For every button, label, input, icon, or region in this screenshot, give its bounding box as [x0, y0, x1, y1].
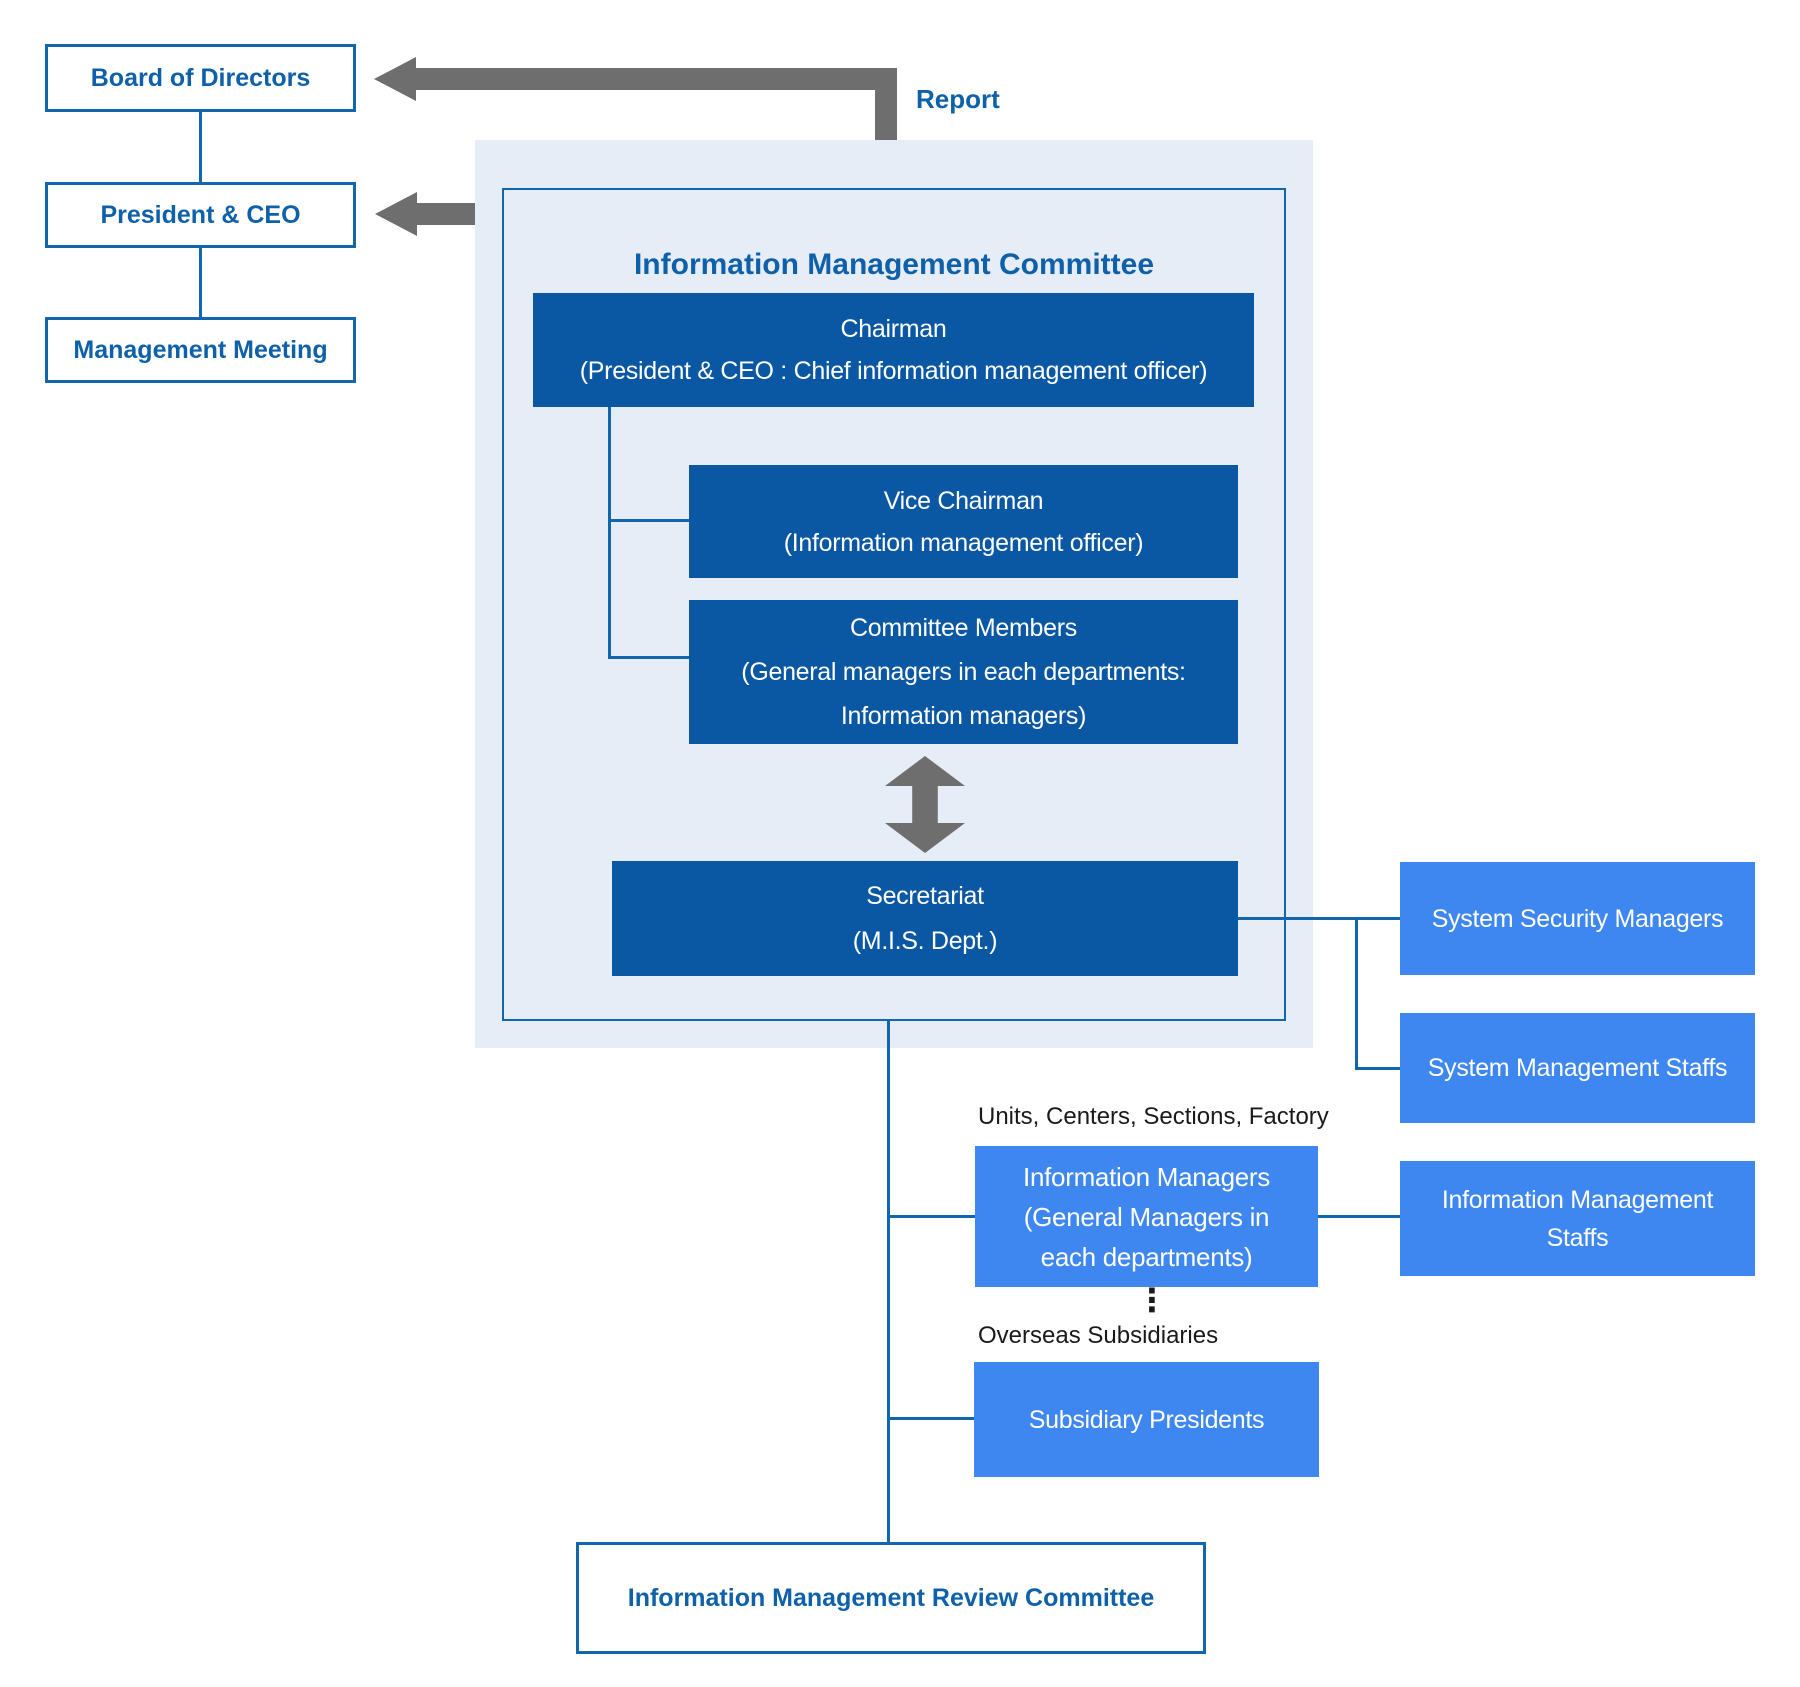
information-management-staffs-line2: Staffs [1546, 1223, 1609, 1252]
subsidiary-presidents-label: Subsidiary Presidents [1028, 1405, 1265, 1434]
committee-to-president-arrow [375, 192, 476, 236]
vice-chairman-line1: Vice Chairman [883, 486, 1044, 515]
information-managers-line3: each departments) [1040, 1241, 1253, 1272]
chairman-box: Chairman (President & CEO : Chief inform… [533, 293, 1254, 407]
members-line1: Committee Members [850, 614, 1077, 642]
system-management-staffs-label: System Management Staffs [1427, 1054, 1728, 1082]
information-managers-line1: Information Managers [1023, 1161, 1270, 1192]
connector-chairman-trunk [608, 407, 611, 659]
information-management-staffs-line1: Information Management [1441, 1185, 1714, 1214]
connector-board-president [199, 112, 202, 182]
vice-chairman-box: Vice Chairman (Information management of… [689, 465, 1238, 578]
connector-managers-to-staffs [1318, 1215, 1400, 1218]
units-centers-label: Units, Centers, Sections, Factory [978, 1103, 1329, 1130]
connector-to-information-managers [887, 1215, 975, 1218]
system-security-managers-box: System Security Managers [1400, 862, 1755, 975]
president-ceo-label: President & CEO [100, 200, 301, 229]
management-meeting-label: Management Meeting [73, 335, 328, 364]
connector-to-management-staffs [1355, 1067, 1400, 1070]
subsidiary-presidents-box: Subsidiary Presidents [974, 1362, 1319, 1477]
connector-secretariat-security [1238, 917, 1400, 920]
committee-members-box: Committee Members (General managers in e… [689, 600, 1238, 744]
review-committee-label: Information Management Review Committee [627, 1583, 1155, 1612]
information-managers-line2: (General Managers in [1023, 1201, 1270, 1232]
chairman-line2: (President & CEO : Chief information man… [579, 357, 1208, 385]
continuation-ellipsis: ⋮ [1136, 1282, 1168, 1318]
report-arrow-vertical-segment [875, 79, 897, 141]
connector-main-trunk [887, 1021, 890, 1542]
secretariat-line1: Secretariat [866, 881, 984, 910]
information-managers-box: Information Managers (General Managers i… [975, 1146, 1318, 1287]
system-security-managers-label: System Security Managers [1431, 904, 1724, 933]
connector-to-members [608, 656, 689, 659]
president-ceo-box: President & CEO [45, 182, 356, 248]
connector-to-subsidiary-presidents [887, 1417, 974, 1420]
connector-secretariat-branch [1355, 917, 1358, 1070]
board-of-directors-box: Board of Directors [45, 44, 356, 112]
chairman-line1: Chairman [840, 315, 947, 343]
report-arrow [374, 57, 897, 101]
vice-chairman-line2: (Information management officer) [783, 528, 1144, 557]
connector-president-meeting [199, 248, 202, 317]
members-line2: (General managers in each departments: [741, 658, 1186, 686]
management-meeting-box: Management Meeting [45, 317, 356, 383]
members-line3: Information managers) [840, 702, 1087, 730]
connector-to-vice-chairman [608, 519, 689, 522]
review-committee-box: Information Management Review Committee [576, 1542, 1206, 1654]
overseas-subsidiaries-label: Overseas Subsidiaries [978, 1322, 1219, 1349]
report-label: Report [916, 84, 1000, 114]
committee-frame [502, 188, 1286, 1021]
secretariat-box: Secretariat (M.I.S. Dept.) [612, 861, 1238, 976]
system-management-staffs-box: System Management Staffs [1400, 1013, 1755, 1123]
board-of-directors-label: Board of Directors [90, 63, 311, 92]
information-management-staffs-box: Information Management Staffs [1400, 1161, 1755, 1276]
secretariat-line2: (M.I.S. Dept.) [852, 926, 998, 955]
committee-title: Information Management Committee [633, 248, 1155, 281]
